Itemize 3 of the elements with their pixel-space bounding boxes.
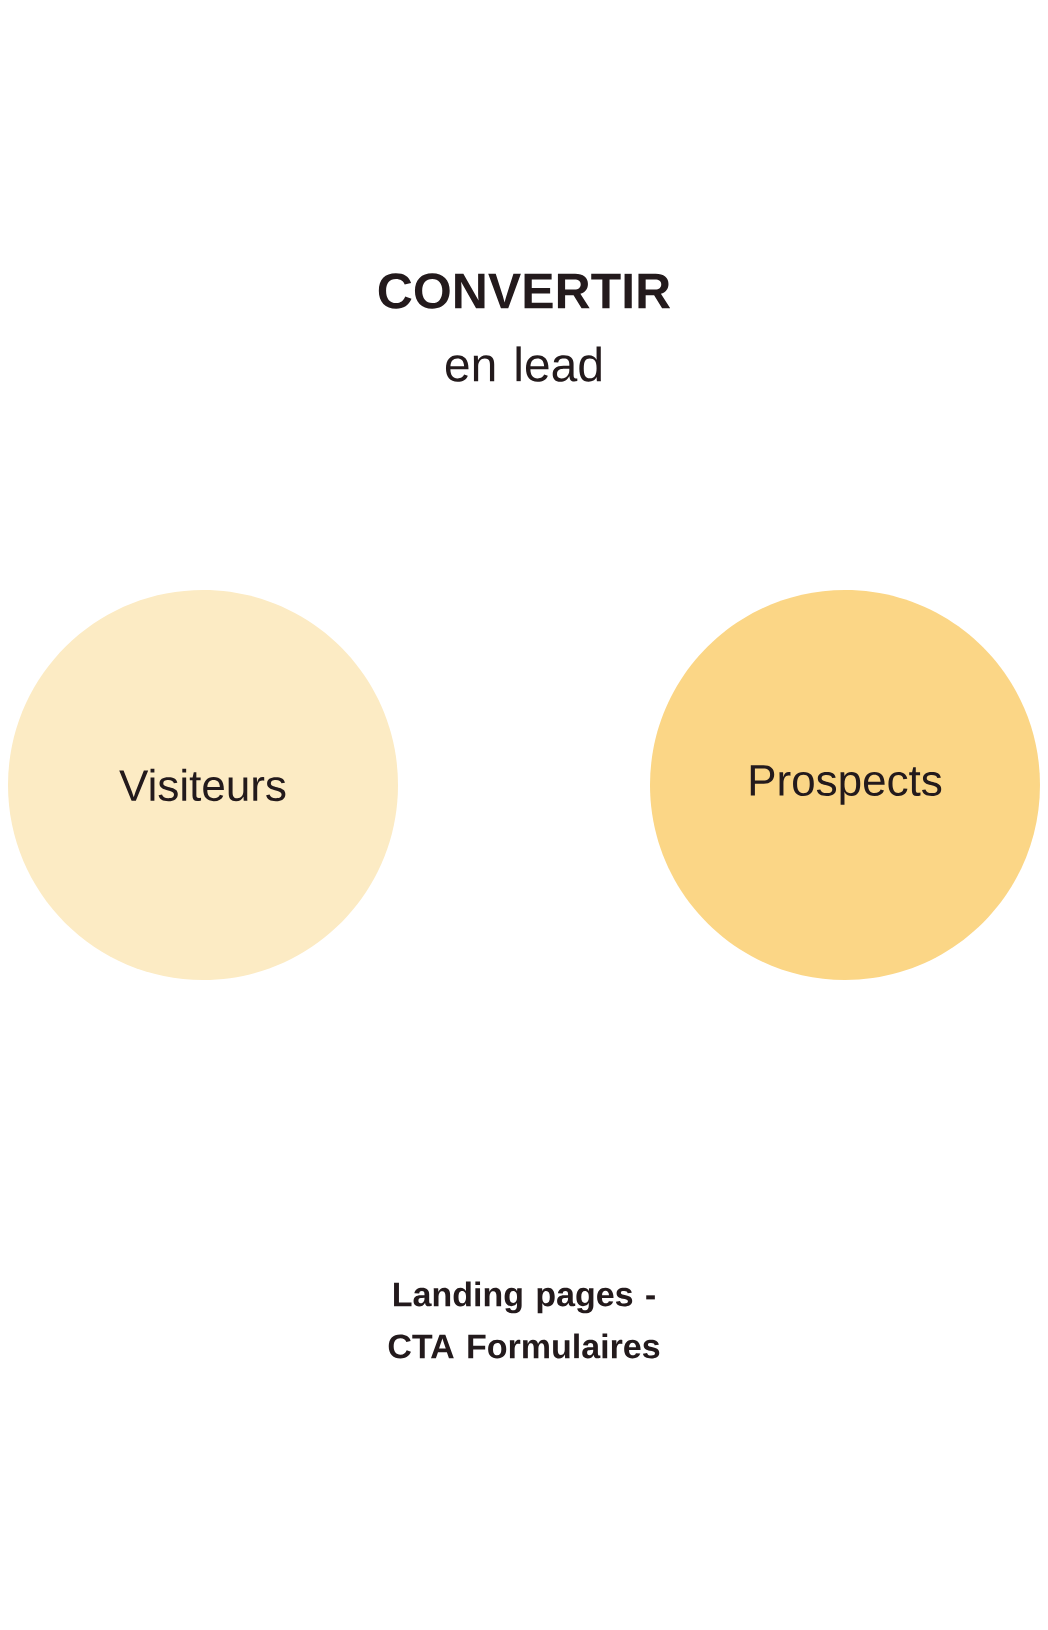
caption-text: Landing pages - CTA Formulaires <box>388 1281 660 1359</box>
subtitle: en lead <box>445 346 601 382</box>
title: CONVERTIR <box>378 273 671 309</box>
